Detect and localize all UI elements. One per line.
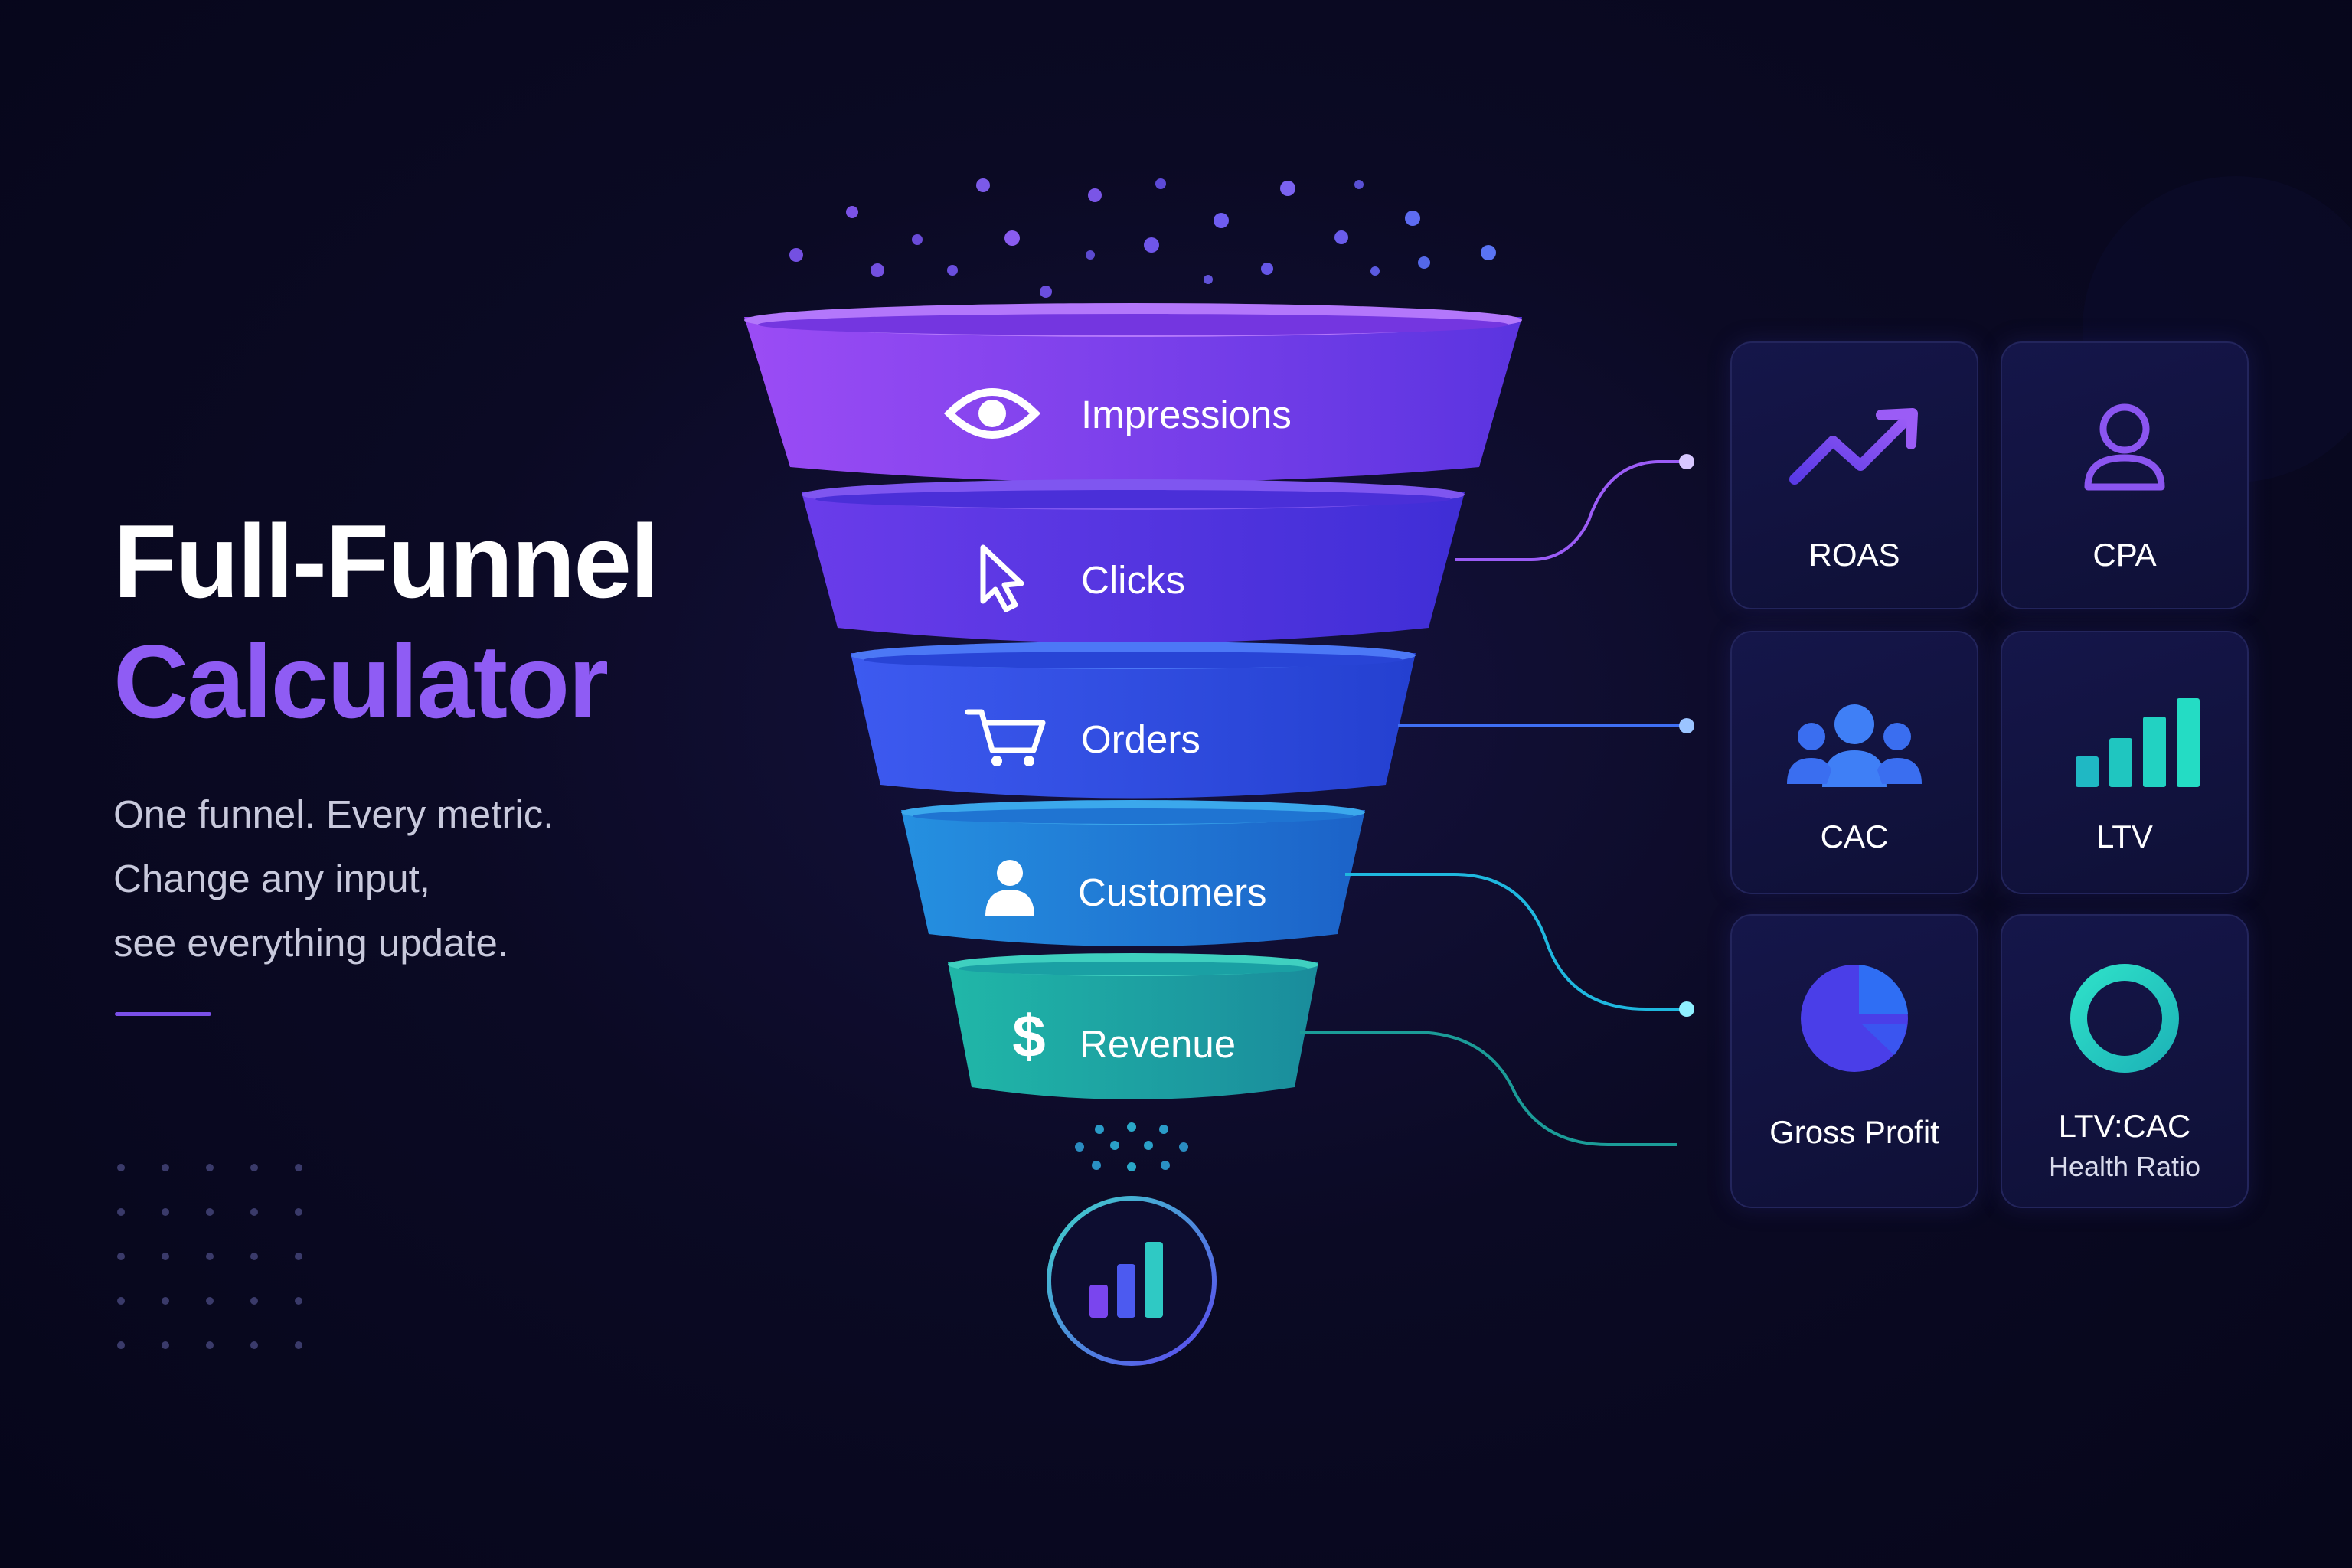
metric-card-roas: ROAS	[1730, 341, 1978, 609]
user-icon	[985, 860, 1034, 916]
funnel-stage-revenue: Revenue	[1080, 1022, 1236, 1066]
funnel-stage-clicks: Clicks	[1081, 558, 1185, 602]
metric-sublabel-ltv-cac: Health Ratio	[2048, 1151, 2201, 1182]
accent-divider	[115, 1012, 211, 1016]
metric-label-cpa: CPA	[2092, 537, 2157, 573]
metric-label-roas: ROAS	[1808, 537, 1900, 573]
metric-card-ltv-cac: LTV:CAC Health Ratio	[2001, 914, 2249, 1208]
trend-up-icon	[1789, 408, 1918, 485]
tagline-line: see everything update.	[113, 921, 509, 965]
decorative-dot-grid	[117, 1164, 302, 1349]
connector-lines	[1300, 454, 1694, 1146]
bar-chart-icon	[2076, 698, 2200, 787]
tagline-line: One funnel. Every metric.	[113, 792, 554, 836]
metric-card-cpa: CPA	[2001, 341, 2249, 609]
metric-label-ltv-cac: LTV:CAC	[2058, 1108, 2191, 1144]
particle-dots	[1075, 1122, 1188, 1171]
dollar-icon: $	[1012, 1002, 1045, 1070]
metric-label-cac: CAC	[1820, 818, 1889, 854]
group-icon	[1787, 704, 1922, 787]
eye-icon	[943, 388, 1041, 439]
particle-dots	[789, 178, 1496, 298]
bar-chart-icon	[1047, 1196, 1217, 1366]
metric-label-ltv: LTV	[2096, 818, 2153, 854]
user-outline-icon	[2084, 403, 2165, 491]
page-title-line2: Calculator	[113, 623, 609, 740]
funnel-stage-customers: Customers	[1078, 871, 1267, 914]
metric-card-gross-profit: Gross Profit	[1730, 914, 1978, 1208]
tagline: One funnel. Every metric. Change any inp…	[113, 782, 554, 975]
cart-icon	[965, 709, 1046, 766]
metric-label-gross-profit: Gross Profit	[1769, 1114, 1939, 1150]
metric-card-cac: CAC	[1730, 631, 1978, 894]
funnel-stage-orders: Orders	[1081, 717, 1200, 761]
ring-icon	[2070, 964, 2179, 1073]
cursor-icon	[980, 544, 1024, 612]
page-title-line1: Full-Funnel	[113, 503, 659, 619]
metric-card-ltv: LTV	[2001, 631, 2249, 894]
funnel-stage-impressions: Impressions	[1081, 393, 1292, 436]
pie-chart-icon	[1801, 965, 1908, 1072]
svg-text:$: $	[1012, 1002, 1045, 1070]
tagline-line: Change any input,	[113, 857, 430, 900]
